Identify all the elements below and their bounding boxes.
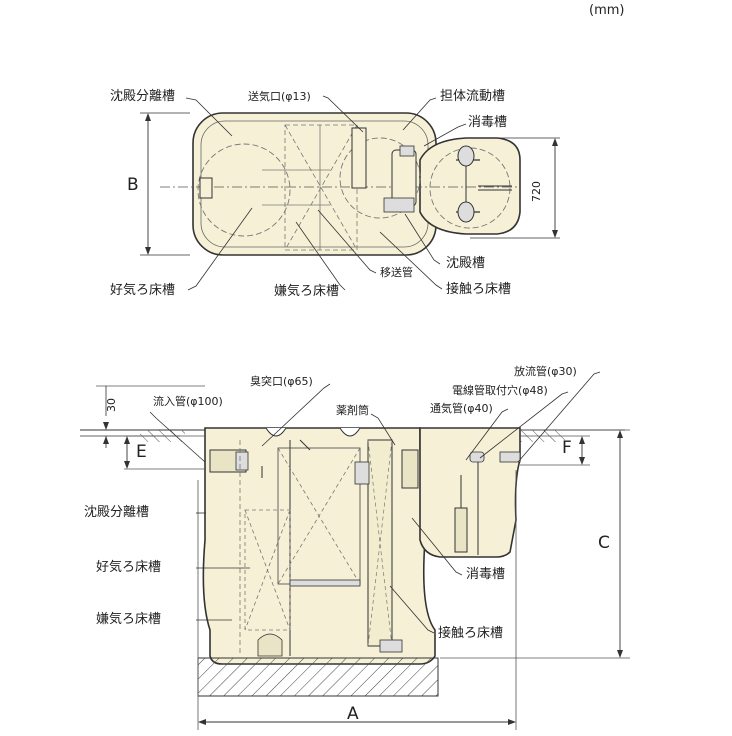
- side-disinfection-tank: [419, 427, 521, 558]
- top-label-sedimentation-tank: 沈殿槽: [446, 256, 486, 271]
- side-dimension-f: F: [562, 438, 572, 458]
- top-circle-mid: [339, 137, 421, 219]
- side-label-chemical-tube: 薬剤筒: [336, 404, 369, 417]
- unit-label: (mm): [589, 3, 625, 18]
- top-dimension-b: B: [127, 175, 139, 195]
- side-label-discharge-pipe: 放流管(φ30): [514, 365, 577, 378]
- side-dimension-c: C: [598, 533, 610, 553]
- side-label-inflow-pipe: 流入管(φ100): [153, 395, 223, 408]
- side-label-anaerobic-filter-tank: 嫌気ろ床槽: [96, 612, 162, 627]
- side-dimension-e: E: [136, 442, 147, 462]
- top-label-air-inlet: 送気口(φ13): [248, 90, 311, 103]
- top-circle-right: [429, 147, 511, 229]
- top-view: [140, 95, 560, 291]
- side-label-disinfection-tank: 消毒槽: [466, 567, 506, 582]
- side-dimension-a: A: [347, 704, 359, 724]
- side-label-cable-hole: 電線管取付穴(φ48): [452, 384, 548, 397]
- side-label-aerobic-filter-tank: 好気ろ床槽: [96, 560, 162, 575]
- top-label-disinfection-tank: 消毒槽: [468, 115, 508, 130]
- top-label-contact-filter-tank: 接触ろ床槽: [446, 282, 512, 297]
- top-label-aerobic-filter-tank: 好気ろ床槽: [110, 283, 176, 298]
- top-label-carrier-fluid-tank: 担体流動槽: [440, 89, 506, 104]
- side-label-contact-filter-tank: 接触ろ床槽: [438, 626, 504, 641]
- side-dimension-30: 30: [105, 398, 118, 412]
- base-slab: [197, 657, 439, 697]
- side-label-vent-pipe: 通気管(φ40): [430, 402, 493, 415]
- top-circle-left: [197, 143, 291, 237]
- top-disinfection-tank: [419, 137, 521, 235]
- side-view: [80, 371, 630, 730]
- top-label-anaerobic-filter-tank: 嫌気ろ床槽: [274, 284, 340, 299]
- top-label-sedimentation-separation-tank: 沈殿分離槽: [110, 89, 176, 104]
- side-label-odor-vent: 臭突口(φ65): [250, 375, 313, 388]
- top-dimension-720: 720: [530, 181, 543, 202]
- side-label-sedimentation-separation-tank: 沈殿分離槽: [84, 505, 150, 520]
- top-label-transfer-pipe: 移送管: [380, 266, 413, 279]
